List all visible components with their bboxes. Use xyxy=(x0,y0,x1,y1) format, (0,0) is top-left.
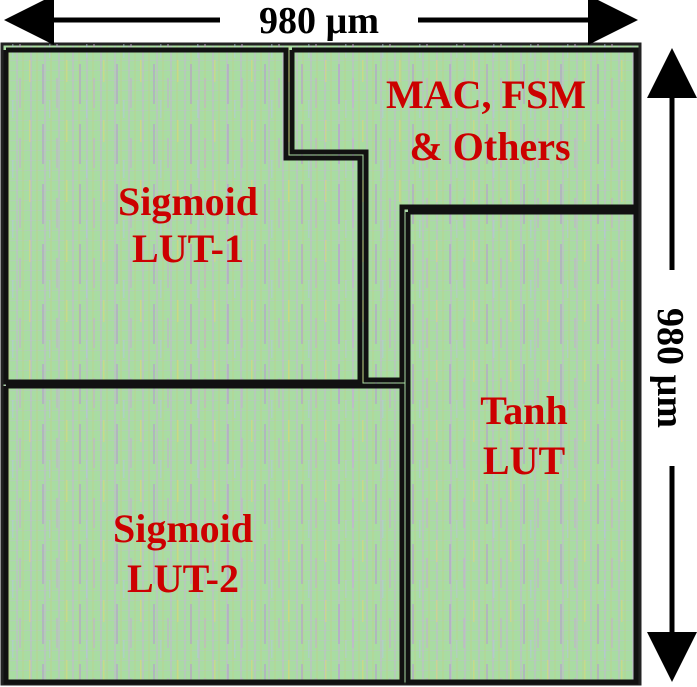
sigmoid-lut-1-line1: Sigmoid xyxy=(118,179,258,224)
mac-fsm-others-label: MAC, FSM & Others xyxy=(386,72,586,169)
block-outlines xyxy=(3,47,639,685)
sigmoid-lut-2-line1: Sigmoid xyxy=(113,506,253,551)
tanh-lut-line2: LUT xyxy=(483,438,566,483)
sigmoid-lut-1-label: Sigmoid LUT-1 xyxy=(118,179,258,271)
tanh-lut-line1: Tanh xyxy=(480,388,568,433)
mac-fsm-others-line2: & Others xyxy=(409,124,570,169)
sigmoid-lut-1-line2: LUT-1 xyxy=(132,226,244,271)
height-dimension-label: 980 µm xyxy=(649,308,691,428)
sigmoid-lut-2-label: Sigmoid LUT-2 xyxy=(113,506,253,601)
mac-fsm-others-line1: MAC, FSM xyxy=(386,72,586,117)
sigmoid-lut-2-outline xyxy=(3,383,405,685)
height-dimension: 980 µm xyxy=(647,48,697,682)
sigmoid-lut-1-outline xyxy=(3,47,363,385)
width-dimension-label: 980 µm xyxy=(259,0,379,42)
tanh-lut-label: Tanh LUT xyxy=(480,388,568,483)
sigmoid-lut-2-line2: LUT-2 xyxy=(127,556,239,601)
mac-fsm-others-outline xyxy=(289,47,639,383)
width-dimension: 980 µm xyxy=(4,0,638,45)
tanh-lut-outline xyxy=(405,209,639,685)
